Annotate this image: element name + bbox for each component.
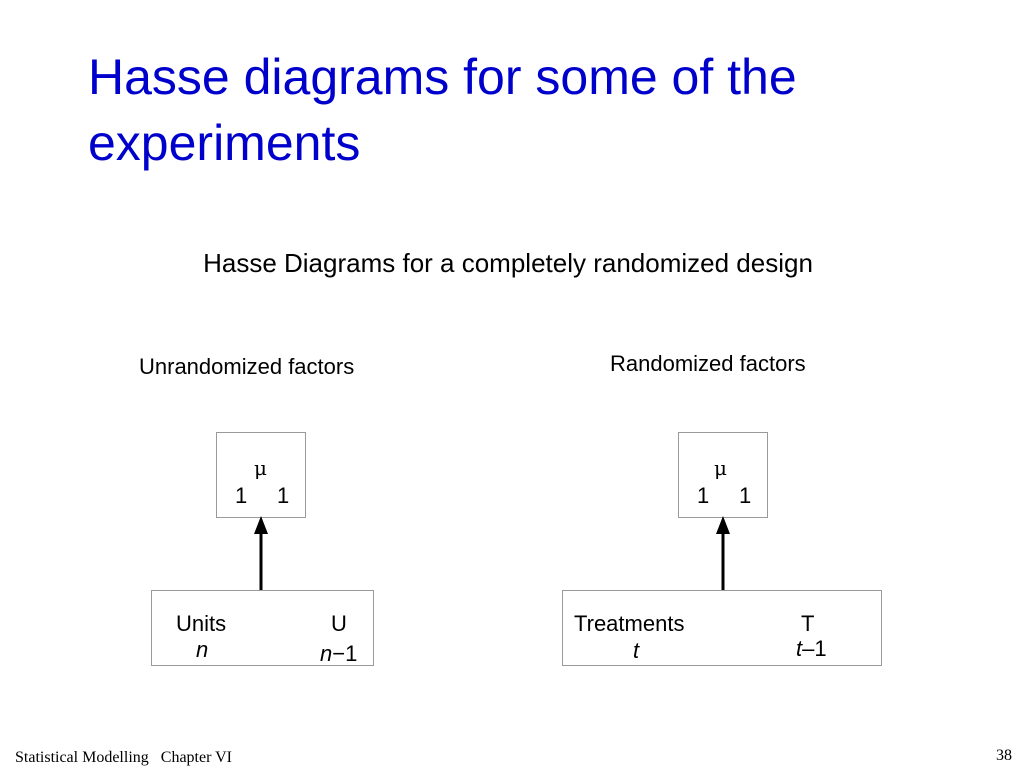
slide-footer: Statistical Modelling Chapter VI xyxy=(15,749,233,766)
slide-title: Hasse diagrams for some of the experimen… xyxy=(88,49,797,171)
treatments-levels: t xyxy=(633,638,640,663)
units-df-variable: n xyxy=(320,641,333,666)
randomized-factors-label: Randomized factors xyxy=(610,351,806,376)
unrandomized-mu-levels: 1 xyxy=(235,483,248,508)
treatments-letter: T xyxy=(801,611,815,636)
unrandomized-mu-node: μ 1 1 xyxy=(216,432,306,518)
randomized-mu-levels: 1 xyxy=(697,483,710,508)
units-df-minus-one: −1 xyxy=(332,641,358,666)
diagram-subtitle: Hasse Diagrams for a completely randomiz… xyxy=(203,248,813,278)
randomized-mu-df: 1 xyxy=(739,483,752,508)
units-name: Units xyxy=(176,611,227,636)
treatments-df-variable: t xyxy=(796,636,803,661)
treatments-name: Treatments xyxy=(574,611,685,636)
units-levels: n xyxy=(196,637,209,662)
unrandomized-factors-label: Unrandomized factors xyxy=(139,354,355,379)
unrandomized-mu-df: 1 xyxy=(277,483,290,508)
treatments-to-mu-arrowhead xyxy=(716,516,730,534)
units-letter: U xyxy=(331,611,347,636)
treatments-node: Treatments T t t–1 xyxy=(562,590,882,666)
treatments-df: t–1 xyxy=(796,636,827,662)
unrandomized-mu-symbol: μ xyxy=(254,456,267,480)
units-node: Units U n n−1 xyxy=(151,590,374,666)
units-to-mu-arrowhead xyxy=(254,516,268,534)
randomized-mu-node: μ 1 1 xyxy=(678,432,768,518)
page-number: 38 xyxy=(996,747,1012,764)
units-df: n−1 xyxy=(320,641,357,667)
treatments-df-minus-one: –1 xyxy=(802,636,827,661)
randomized-mu-symbol: μ xyxy=(714,456,727,480)
